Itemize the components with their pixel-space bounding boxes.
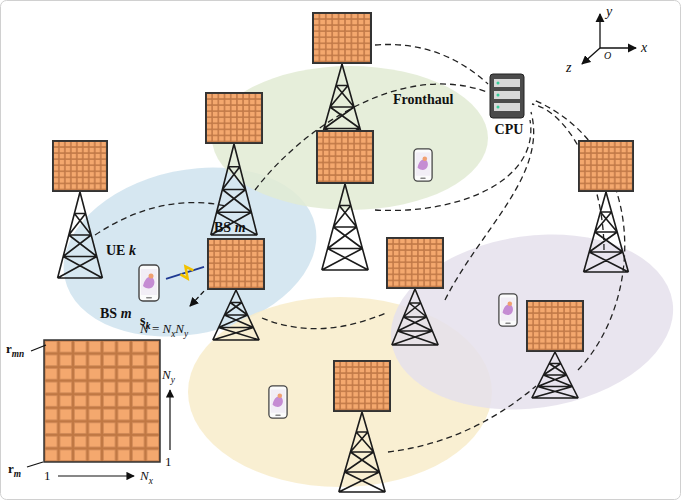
fronthaul-links <box>95 44 625 452</box>
cpu-label: CPU <box>495 122 524 138</box>
axis-label: y <box>606 4 612 20</box>
cpu-server <box>490 74 524 118</box>
dimension-label: Nx <box>140 469 153 486</box>
axis-origin: O <box>604 50 611 62</box>
index-label: 1 <box>165 455 172 470</box>
lightning-bolt <box>180 266 193 278</box>
ue-label: UE k <box>106 243 136 259</box>
cpu-node: CPU <box>484 70 534 140</box>
antenna-count: N = NxNy <box>140 322 188 339</box>
position-vector: rmn <box>6 342 24 359</box>
axes <box>582 14 636 64</box>
position-vector: rm <box>8 462 21 479</box>
user-phones <box>139 149 517 418</box>
fronthaul-label: Fronthaul <box>393 92 453 108</box>
bs-label: BS m <box>214 220 246 236</box>
wireless-link <box>166 267 204 279</box>
axis-label: x <box>641 40 647 56</box>
dimension-label: Ny <box>162 368 175 385</box>
index-label: 1 <box>44 469 51 484</box>
zoom-arrow <box>190 291 204 306</box>
base-station: BS m <box>204 220 268 294</box>
inset-bs-label: BS m <box>100 306 132 322</box>
axis-label: z <box>566 60 571 76</box>
array-inset <box>27 340 170 476</box>
